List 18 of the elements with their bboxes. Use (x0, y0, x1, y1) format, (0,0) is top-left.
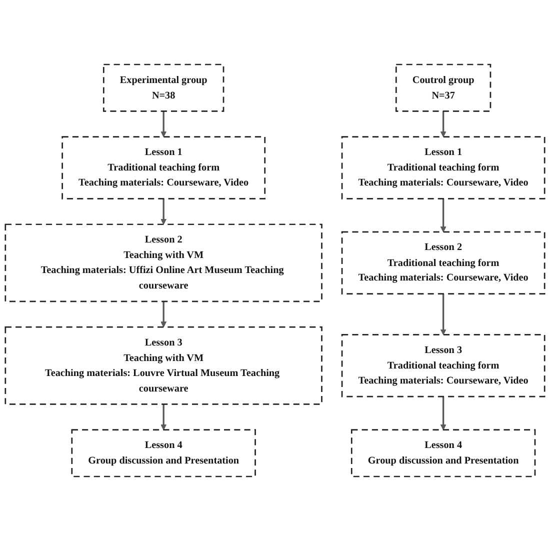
node-box: Lesson 1 Traditional teaching form Teaching materials: Courseware, Video (341, 136, 546, 200)
arrow (440, 198, 446, 232)
arrow (160, 111, 167, 138)
node-box: Lesson 3 Traditional teaching form Teaching materials: Courseware, Video (341, 334, 546, 398)
node-box: Lesson 2 Teaching with VM Teaching materials: Uffizi Online Art Museum Teaching courseware (4, 224, 322, 302)
node-box: Lesson 4 Group discussion and Presentation (350, 429, 536, 478)
arrow (160, 404, 167, 430)
node-box: Lesson 2 Traditional teaching form Teaching materials: Courseware, Video (341, 231, 546, 294)
node-box: Experimental group N=38 (102, 64, 224, 112)
node-box: Coutrol group N=37 (395, 64, 492, 112)
arrow (160, 198, 167, 225)
arrow (440, 294, 446, 335)
arrow (440, 396, 446, 430)
node-box: Lesson 3 Teaching with VM Teaching materials: Louvre Virtual Museum Teaching courseware (4, 326, 322, 405)
arrow (160, 301, 167, 328)
arrow (440, 111, 446, 138)
node-box: Lesson 1 Traditional teaching form Teaching materials: Courseware, Video (62, 136, 266, 200)
node-box: Lesson 4 Group discussion and Presentation (71, 429, 256, 478)
